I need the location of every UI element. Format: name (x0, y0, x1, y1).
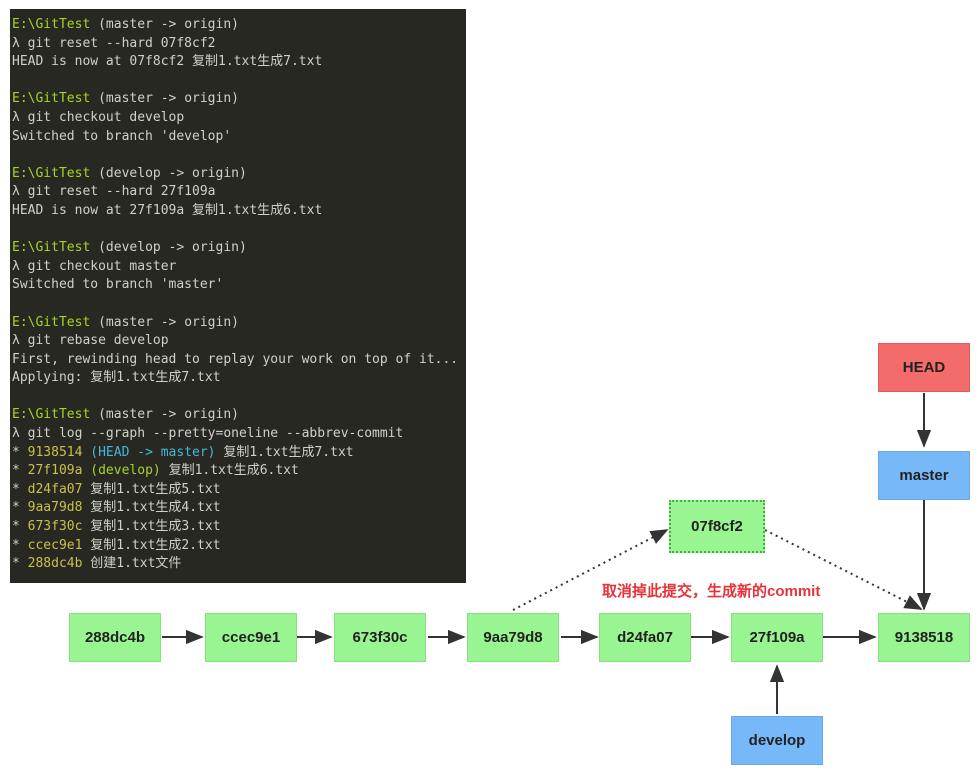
terminal-prompt-line: E:\GitTest (master -> origin) (12, 90, 466, 109)
commit-node-27f109a: 27f109a (731, 613, 823, 662)
log-message: 复制1.txt生成6.txt (168, 463, 299, 479)
edge-9aa79d8-07f8cf2 (512, 529, 669, 611)
log-message: 创建1.txt文件 (90, 556, 182, 572)
graph-star: * (12, 444, 28, 460)
rebase-annotation: 取消掉此提交，生成新的commit (602, 583, 821, 600)
commit-node-ccec9e1: ccec9e1 (205, 613, 297, 662)
prompt-branch: (develop -> origin) (90, 240, 247, 256)
terminal-output-line: Applying: 复制1.txt生成7.txt (12, 370, 221, 386)
terminal-window: E:\GitTest (master -> origin)λ git reset… (10, 9, 466, 583)
terminal-output-line: HEAD is now at 07f8cf2 复制1.txt生成7.txt (12, 54, 323, 70)
log-hash: d24fa07 (27, 481, 83, 497)
commit-node-288dc4b: 288dc4b (69, 613, 161, 662)
commit-node-9aa79d8: 9aa79d8 (467, 613, 559, 662)
terminal-output-line: First, rewinding head to replay your wor… (12, 351, 459, 367)
prompt-path: E:\GitTest (12, 91, 91, 107)
graph-star: * (12, 537, 28, 553)
prompt-path: E:\GitTest (12, 314, 91, 330)
terminal-prompt-line: E:\GitTest (master -> origin) (12, 16, 466, 35)
log-hash: 9138514 (27, 444, 83, 460)
develop-ref-node: develop (731, 716, 823, 765)
prompt-path: E:\GitTest (12, 240, 91, 256)
head-ref-node: HEAD (878, 343, 970, 392)
terminal-prompt-line: E:\GitTest (master -> origin) (12, 406, 466, 425)
log-row: * ccec9e1 复制1.txt生成2.txt (12, 537, 466, 556)
graph-star: * (12, 463, 28, 479)
terminal-command-line: λ git reset --hard 07f8cf2 (12, 35, 216, 51)
log-hash: 27f109a (27, 463, 83, 479)
prompt-branch: (develop -> origin) (90, 165, 247, 181)
log-refs: (HEAD -> master) (90, 444, 216, 460)
log-row: * 673f30c 复制1.txt生成3.txt (12, 518, 466, 537)
log-message: 复制1.txt生成3.txt (90, 519, 221, 535)
commit-node-9138518: 9138518 (878, 613, 970, 662)
terminal-command-line: λ git checkout master (12, 258, 177, 274)
log-hash: ccec9e1 (27, 537, 83, 553)
terminal-output-line: Switched to branch 'develop' (12, 128, 232, 144)
prompt-path: E:\GitTest (12, 165, 91, 181)
log-row: * 288dc4b 创建1.txt文件 (12, 555, 466, 574)
graph-star: * (12, 500, 28, 516)
master-ref-node: master (878, 451, 970, 500)
terminal-command-line: λ git rebase develop (12, 333, 169, 349)
terminal-command-line: λ git log --graph --pretty=oneline --abb… (12, 426, 404, 442)
log-message: 复制1.txt生成7.txt (223, 444, 354, 460)
log-row: * 9138514 (HEAD -> master) 复制1.txt生成7.tx… (12, 444, 466, 463)
prompt-branch: (master -> origin) (90, 17, 239, 32)
graph-star: * (12, 519, 28, 535)
terminal-prompt-line: E:\GitTest (master -> origin) (12, 314, 466, 333)
commit-node-d24fa07: d24fa07 (599, 613, 691, 662)
log-row: * 9aa79d8 复制1.txt生成4.txt (12, 499, 466, 518)
terminal-output-line: Switched to branch 'master' (12, 277, 224, 293)
prompt-branch: (master -> origin) (90, 407, 239, 423)
log-message: 复制1.txt生成4.txt (90, 500, 221, 516)
log-message: 复制1.txt生成5.txt (90, 481, 221, 497)
log-row: * d24fa07 复制1.txt生成5.txt (12, 481, 466, 500)
prompt-path: E:\GitTest (12, 407, 91, 423)
terminal-command-line: λ git checkout develop (12, 109, 185, 125)
commit-node-673f30c: 673f30c (334, 613, 426, 662)
log-hash: 673f30c (27, 519, 83, 535)
graph-star: * (12, 556, 28, 572)
prompt-path: E:\GitTest (12, 17, 91, 32)
log-message: 复制1.txt生成2.txt (90, 537, 221, 553)
log-refs: (develop) (90, 463, 161, 479)
terminal-command-line: λ git reset --hard 27f109a (12, 184, 216, 200)
terminal-output-line: HEAD is now at 27f109a 复制1.txt生成6.txt (12, 202, 323, 218)
log-hash: 288dc4b (27, 556, 83, 572)
terminal-prompt-line: E:\GitTest (develop -> origin) (12, 239, 466, 258)
graph-star: * (12, 481, 28, 497)
prompt-branch: (master -> origin) (90, 314, 239, 330)
log-hash: 9aa79d8 (27, 500, 83, 516)
edge-07f8cf2-9138518 (764, 529, 923, 610)
terminal-prompt-line: E:\GitTest (develop -> origin) (12, 165, 466, 184)
log-row: * 27f109a (develop) 复制1.txt生成6.txt (12, 462, 466, 481)
prompt-branch: (master -> origin) (90, 91, 239, 107)
discarded-commit-node: 07f8cf2 (669, 500, 765, 553)
